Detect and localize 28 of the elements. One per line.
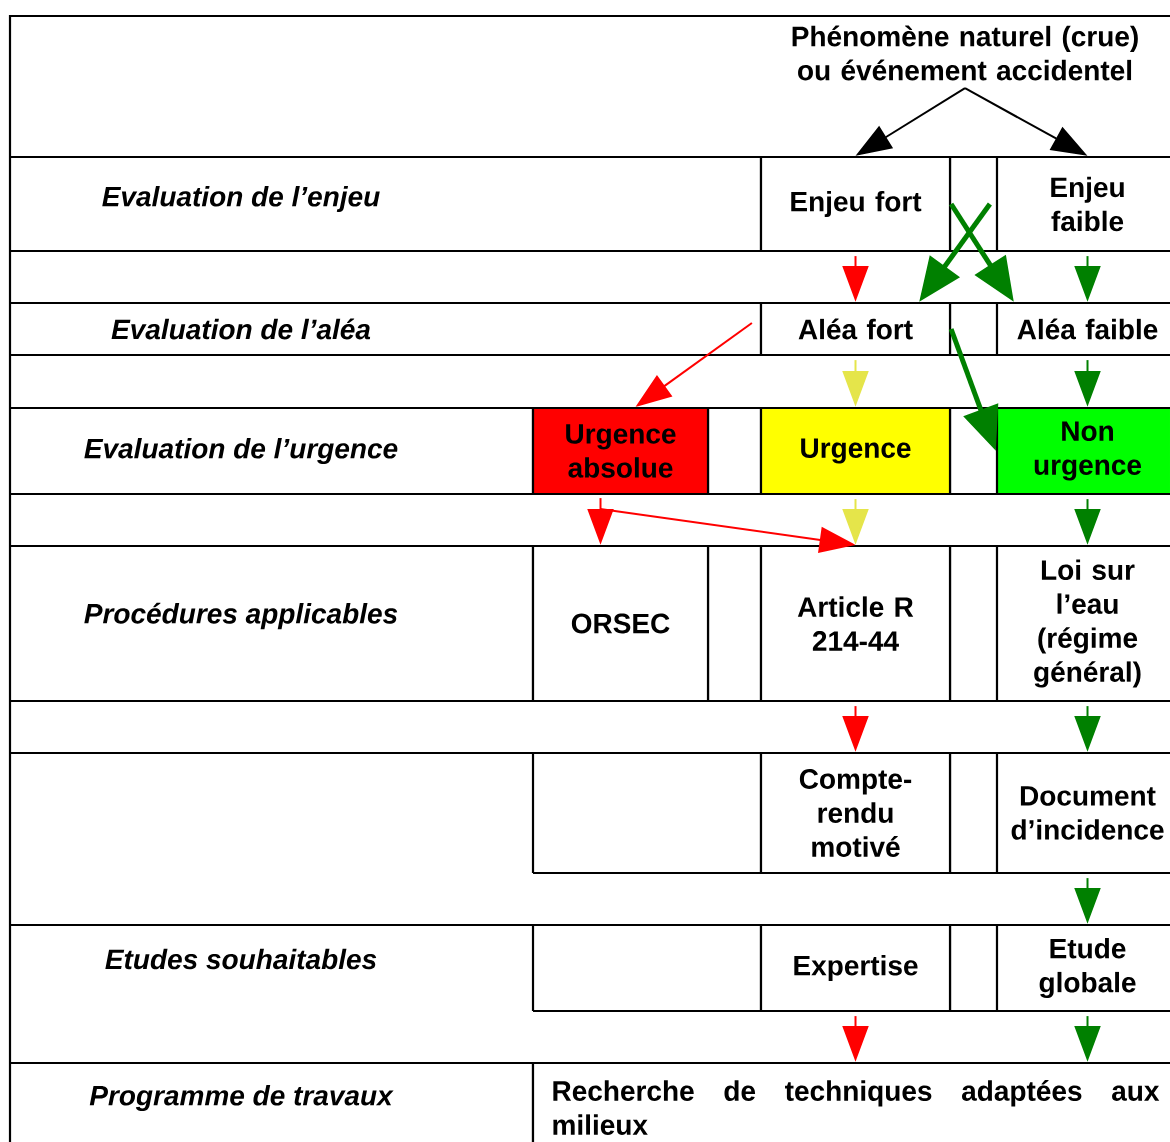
table-cell: Document d’incidence [995,751,1170,875]
row-label: Programme de travaux [89,1084,394,1112]
table-cell: Aléa faible [995,301,1170,357]
row-label: Evaluation de l’enjeu [102,185,380,213]
table-cell: ORSEC [531,544,710,703]
node-label: Recherche de techniques adaptées aux milieux [553,1080,1160,1135]
urgency-box: Non urgence [995,406,1170,496]
node-label: Etude globale [1039,937,1136,999]
row-label: Etudes souhaitables [105,948,377,970]
node-label: Aléa faible [1017,318,1158,340]
table-cell: Enjeu faible [995,155,1170,253]
table-cell: Loi sur l’eau (régime général) [995,544,1170,703]
node-label: Document d’incidence [1011,786,1164,840]
table-cell: Recherche de techniques adaptées aux milieux [531,1061,1170,1142]
urgency-box: Urgence absolue [531,406,710,496]
table-cell: Etude globale [995,923,1170,1013]
row-label: Procédures applicables [84,602,398,630]
table-cell: Article R 214-44 [759,544,952,703]
table-cell: Expertise [759,923,952,1013]
table-cell: Aléa fort [759,301,952,357]
heading-text: Phénomène naturel (crue) ou événement accidentel [792,25,1138,81]
node-label: Enjeu faible [1051,176,1124,232]
node-label: Loi sur l’eau (régime général) [1034,559,1141,688]
urgency-box: Urgence [759,406,952,496]
row-label: Evaluation de l’aléa [111,318,371,340]
table-cell: Compte-rendu motivé [759,751,952,875]
row-label: Evaluation de l’urgence [84,437,398,465]
table-cell: Enjeu fort [759,155,952,253]
